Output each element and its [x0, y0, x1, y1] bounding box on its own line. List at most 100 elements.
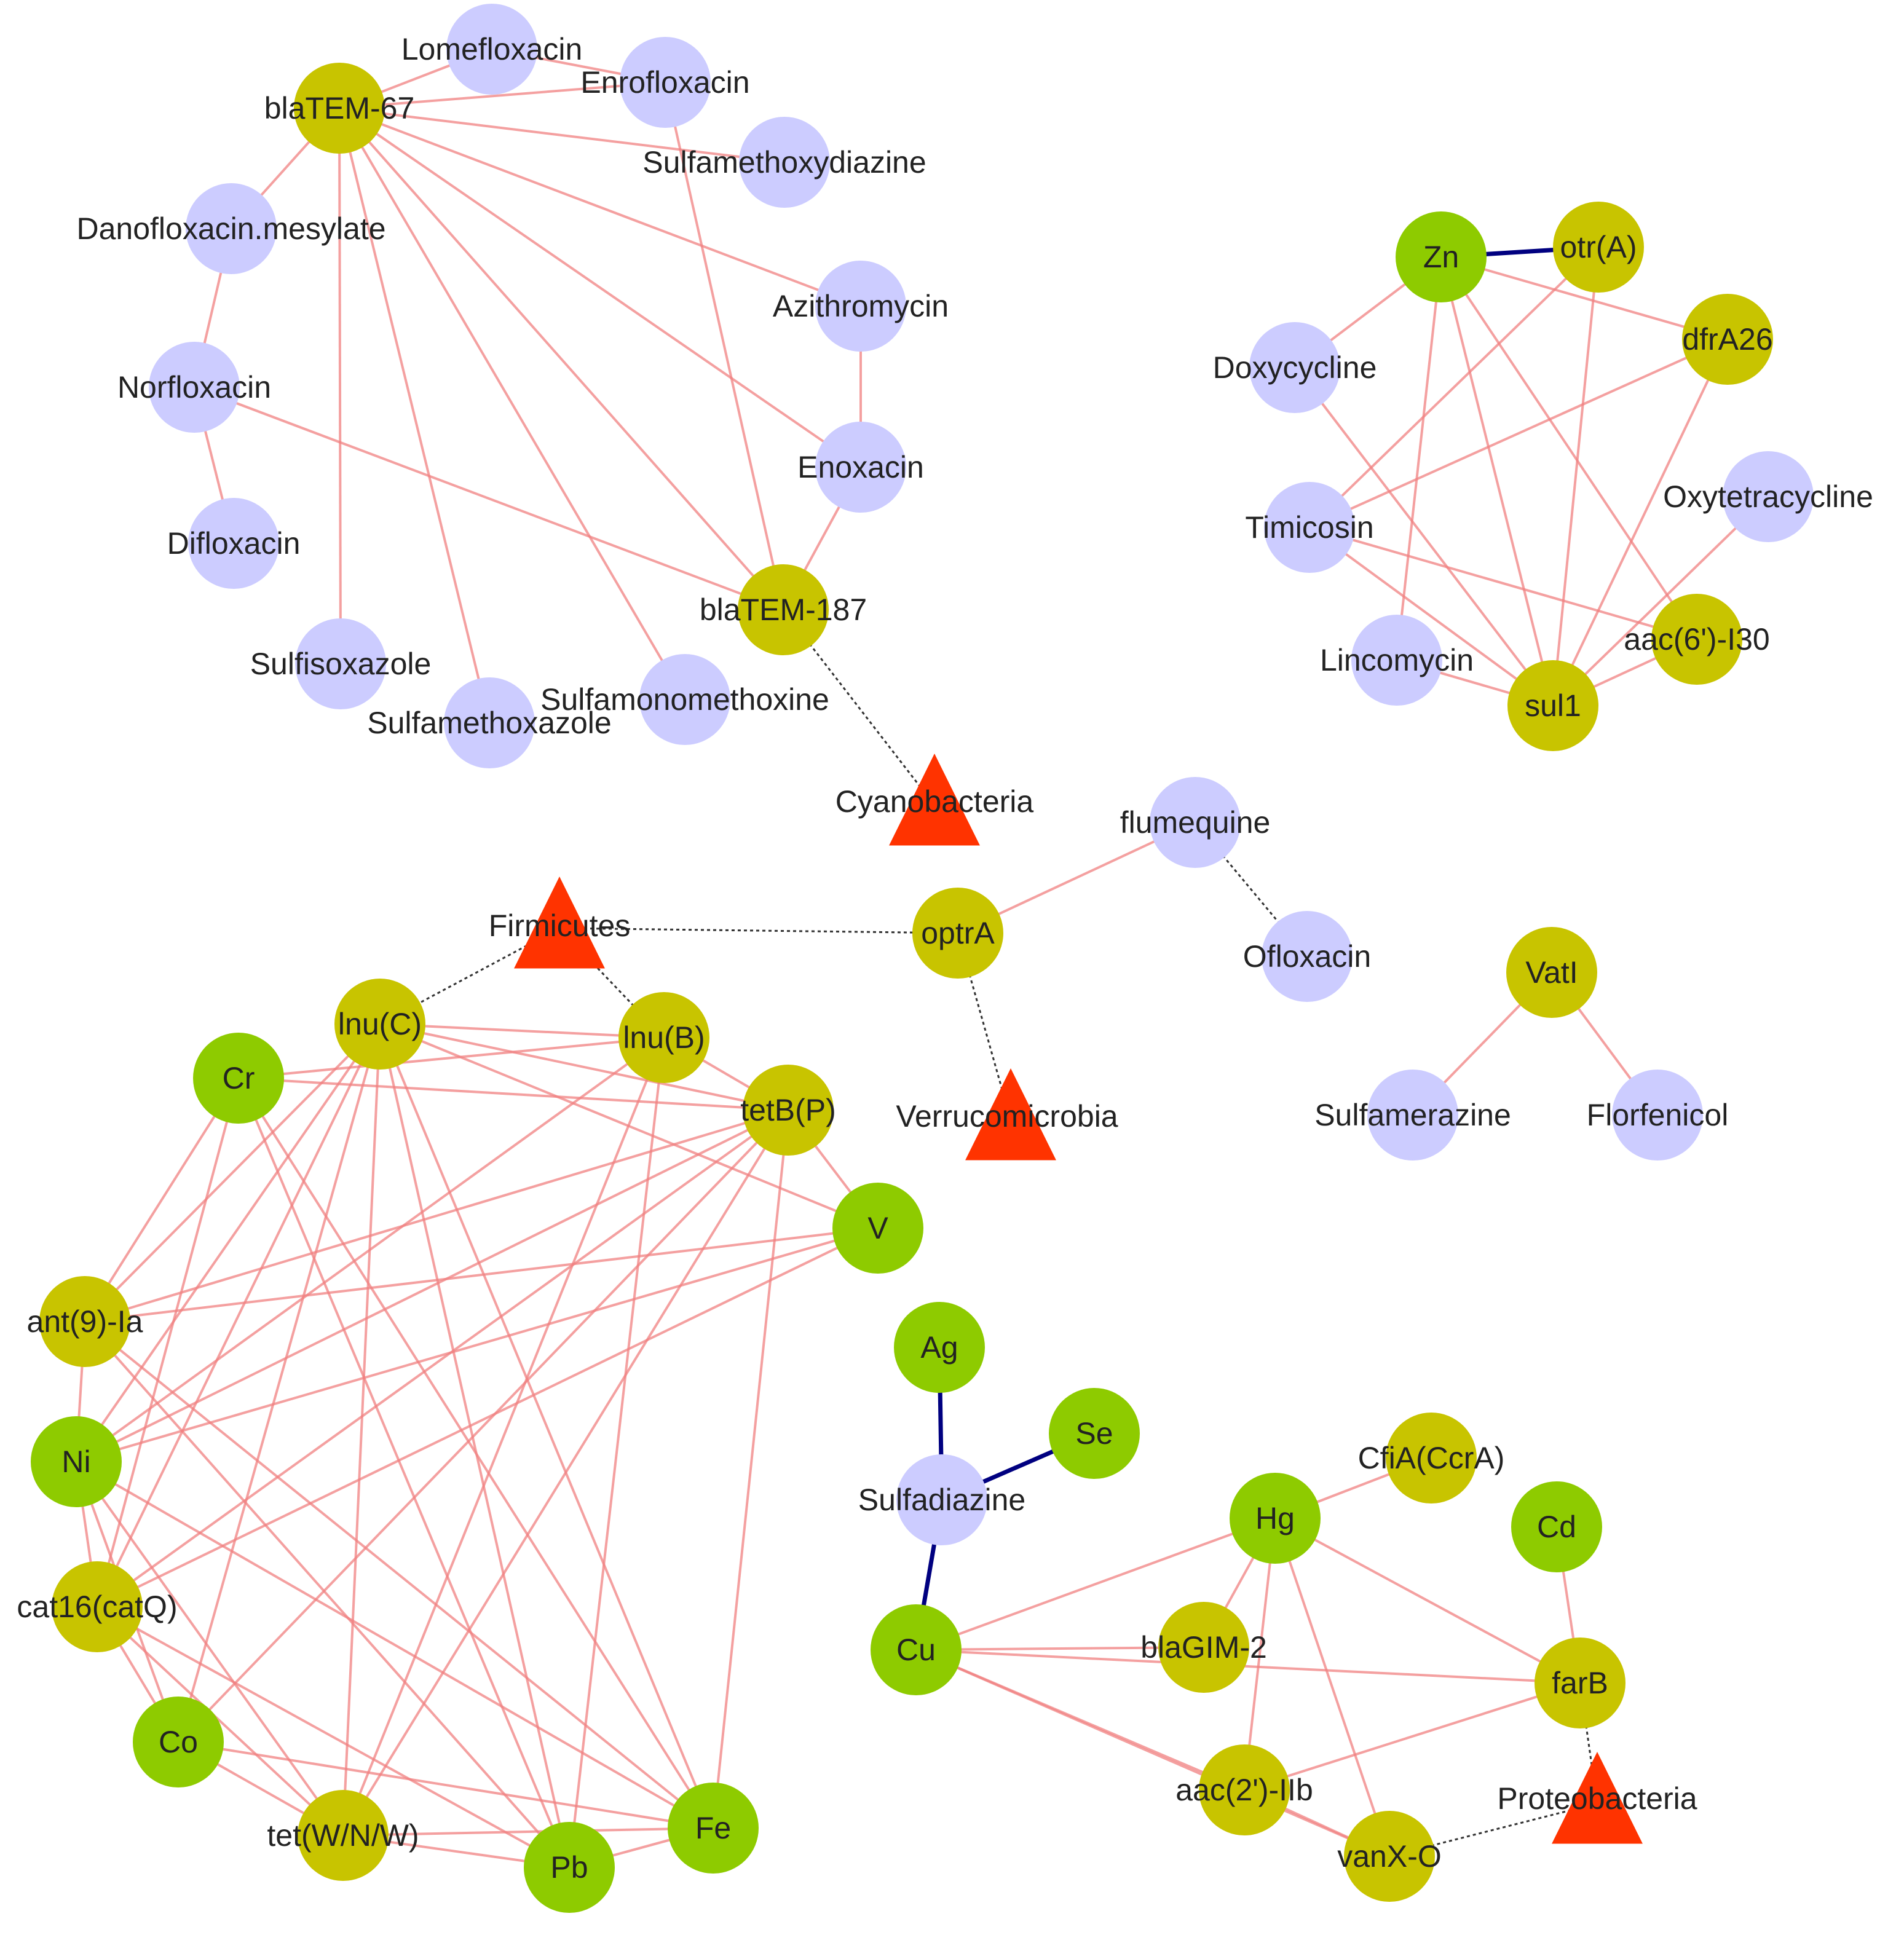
node-norfloxacin-circle[interactable]: [149, 342, 240, 433]
node-enrofloxacin-circle[interactable]: [620, 37, 711, 128]
node-label-oxytetracycline: Oxytetracycline: [1663, 479, 1873, 514]
node-azithromycin-circle[interactable]: [815, 261, 906, 352]
node-label-zn: Zn: [1423, 240, 1459, 274]
node-tetbp-circle[interactable]: [743, 1065, 834, 1156]
node-label-pb: Pb: [550, 1850, 588, 1885]
node-blatem187-circle[interactable]: [738, 564, 829, 655]
node-cu-circle[interactable]: [871, 1604, 962, 1695]
node-cfia-circle[interactable]: [1386, 1413, 1477, 1503]
node-enoxacin-circle[interactable]: [815, 422, 906, 513]
edge-lnuc-tetbp: [379, 1023, 789, 1111]
node-label-fe: Fe: [695, 1811, 731, 1845]
node-blagim2-circle[interactable]: [1158, 1602, 1249, 1693]
edge-blatem67-enoxacin: [338, 107, 862, 468]
edge-lnuc-cat16: [96, 1023, 381, 1607]
node-dfra26-circle[interactable]: [1682, 294, 1773, 385]
edge-lnub-cr: [238, 1036, 665, 1079]
node-sulfamonomethoxine-circle[interactable]: [639, 654, 730, 745]
node-blatem67-circle[interactable]: [294, 63, 385, 154]
edge-hg-vanxo: [1274, 1518, 1391, 1857]
node-ag-circle[interactable]: [894, 1302, 985, 1393]
node-otra-circle[interactable]: [1553, 202, 1644, 293]
node-ant9-circle[interactable]: [39, 1276, 130, 1367]
node-lomefloxacin-circle[interactable]: [446, 4, 537, 95]
edge-oxytetracycline-sul1: [1552, 495, 1769, 707]
node-sulfamethoxazole-circle[interactable]: [444, 677, 535, 768]
node-cr-circle[interactable]: [193, 1033, 284, 1124]
node-farb-circle[interactable]: [1535, 1637, 1626, 1728]
node-aac6-circle[interactable]: [1651, 594, 1742, 685]
node-label-se: Se: [1075, 1416, 1113, 1451]
node-hg-circle[interactable]: [1230, 1473, 1321, 1564]
node-lnub-circle[interactable]: [618, 992, 709, 1083]
edge-blatem67-azithromycin: [339, 107, 861, 307]
node-vanxo-circle[interactable]: [1344, 1811, 1435, 1902]
node-danofloxacin-circle[interactable]: [186, 183, 277, 274]
edge-flumequine-ofloxacin: [1194, 822, 1308, 957]
node-label-enoxacin: Enoxacin: [797, 450, 924, 484]
edge-hg-aac2: [1243, 1518, 1276, 1791]
node-label-sulfisoxazole: Sulfisoxazole: [250, 647, 432, 681]
node-sulfamethoxydiazine-circle[interactable]: [739, 117, 830, 208]
edge-tetbp-co: [177, 1109, 789, 1743]
node-label-sul1: sul1: [1525, 688, 1581, 723]
node-proteobacteria-triangle[interactable]: [1552, 1752, 1643, 1844]
edge-tetbp-ant9: [84, 1109, 789, 1323]
node-cat16-circle[interactable]: [52, 1561, 143, 1652]
edge-cat16-tetw: [96, 1606, 344, 1837]
edge-zn-sul1: [1440, 256, 1554, 706]
node-label-blagim2: blaGIM-2: [1140, 1630, 1267, 1665]
node-co-circle[interactable]: [133, 1697, 224, 1787]
node-label-sulfamethoxydiazine: Sulfamethoxydiazine: [642, 145, 926, 179]
node-aac2-circle[interactable]: [1199, 1744, 1290, 1835]
node-label-proteobacteria: Proteobacteria: [1497, 1781, 1697, 1816]
node-sulfisoxazole-circle[interactable]: [295, 618, 386, 709]
edge-cr-fe: [237, 1077, 714, 1829]
node-cd-circle[interactable]: [1511, 1481, 1602, 1572]
edge-cr-cat16: [96, 1078, 240, 1607]
node-label-danofloxacin: Danofloxacin.mesylate: [76, 211, 385, 246]
node-label-cr: Cr: [223, 1061, 255, 1095]
node-lnuc-circle[interactable]: [334, 979, 425, 1070]
node-difloxacin-circle[interactable]: [188, 498, 279, 589]
edge-cr-pb: [237, 1078, 571, 1868]
node-doxycycline-circle[interactable]: [1249, 322, 1340, 413]
node-timicosin-circle[interactable]: [1264, 482, 1355, 573]
node-label-vati: VatI: [1525, 955, 1578, 990]
node-label-timicosin: Timicosin: [1245, 510, 1373, 545]
node-label-aac2: aac(2')-IIb: [1175, 1773, 1313, 1807]
node-vati-circle[interactable]: [1506, 927, 1597, 1018]
edge-layer: [75, 48, 1769, 1869]
node-ofloxacin-circle[interactable]: [1262, 911, 1353, 1002]
node-label-aac6: aac(6')-I30: [1624, 622, 1769, 656]
node-fe-circle[interactable]: [668, 1783, 759, 1874]
edge-otra-timicosin: [1308, 246, 1600, 529]
node-zn-circle[interactable]: [1396, 211, 1487, 302]
edge-firmicutes-optra: [559, 927, 958, 934]
node-florfenicol-circle[interactable]: [1612, 1070, 1703, 1161]
node-sul1-circle[interactable]: [1507, 660, 1598, 751]
edge-lnuc-ant9: [84, 1023, 381, 1323]
node-flumequine-circle[interactable]: [1150, 777, 1241, 868]
node-oxytetracycline-circle[interactable]: [1723, 451, 1814, 542]
node-firmicutes-triangle[interactable]: [514, 877, 605, 969]
edge-lnuc-co: [177, 1023, 381, 1743]
edge-cu-farb: [915, 1649, 1581, 1684]
node-lincomycin-circle[interactable]: [1351, 615, 1442, 706]
edge-co-fe: [178, 1741, 714, 1829]
node-pb-circle[interactable]: [524, 1822, 615, 1913]
edge-cr-tetbp: [238, 1077, 789, 1111]
node-verrucomicrobia-triangle[interactable]: [965, 1068, 1056, 1161]
node-sulfadiazine-circle[interactable]: [896, 1454, 987, 1545]
node-v-circle[interactable]: [832, 1183, 923, 1274]
node-sulfamerazine-circle[interactable]: [1367, 1070, 1458, 1161]
node-ni-circle[interactable]: [31, 1416, 122, 1507]
node-label-lnuc: lnu(C): [338, 1007, 422, 1041]
node-tetw-circle[interactable]: [298, 1790, 389, 1881]
node-se-circle[interactable]: [1049, 1388, 1140, 1479]
node-label-co: Co: [159, 1725, 198, 1759]
edge-tetbp-tetw: [342, 1109, 789, 1837]
node-optra-circle[interactable]: [912, 888, 1003, 979]
node-cyanobacteria-triangle[interactable]: [889, 754, 980, 846]
node-label-cyanobacteria: Cyanobacteria: [835, 784, 1034, 819]
